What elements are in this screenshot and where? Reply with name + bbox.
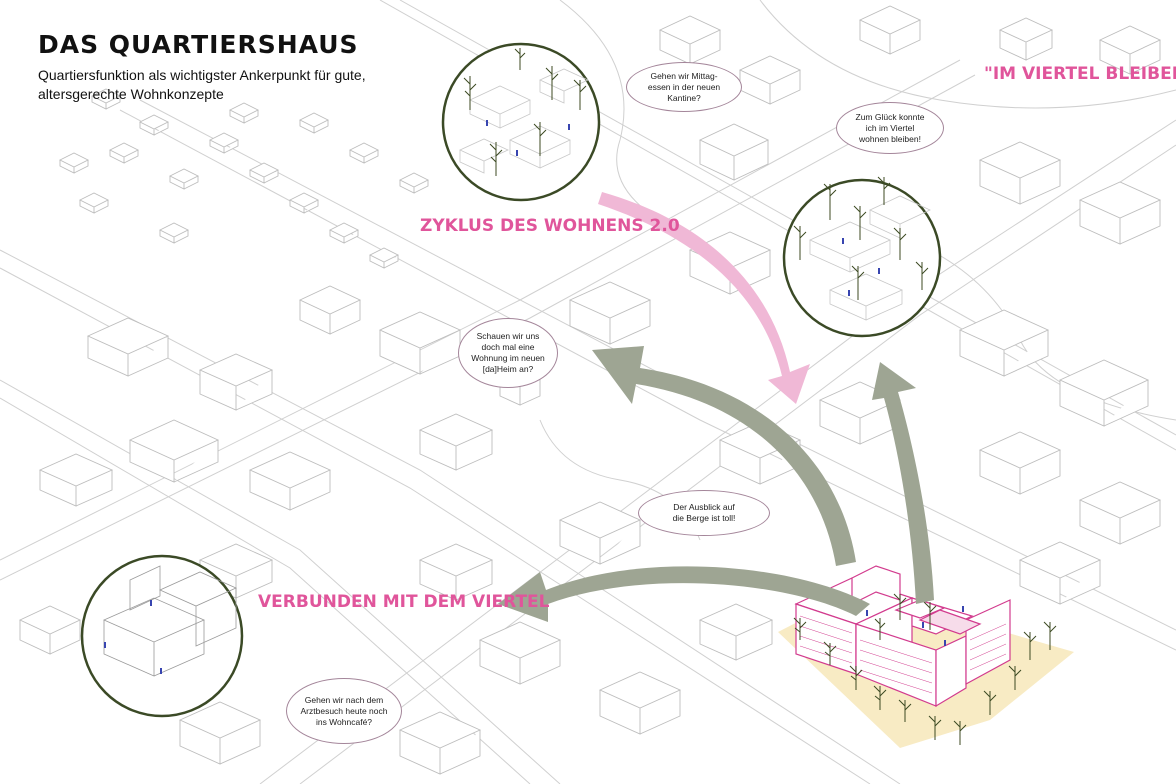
label-verbunden: VERBUNDEN MIT DEM VIERTEL bbox=[258, 592, 550, 612]
flow-arrows-green bbox=[498, 346, 934, 622]
speech-bubble-viertel: Zum Glück konnte ich im Viertel wohnen b… bbox=[836, 102, 944, 154]
speech-bubble-ausblick: Der Ausblick auf die Berge ist toll! bbox=[638, 490, 770, 536]
speech-bubble-wohnung: Schauen wir uns doch mal eine Wohnung im… bbox=[458, 318, 558, 388]
page-subtitle: Quartiersfunktion als wichtigster Ankerp… bbox=[38, 67, 366, 102]
speech-bubble-kantine: Gehen wir Mittag- essen in der neuen Kan… bbox=[626, 62, 742, 112]
label-im-viertel: "IM VIERTEL BLEIBEN" bbox=[984, 64, 1176, 84]
speech-bubble-wohncafe: Gehen wir nach dem Arztbesuch heute noch… bbox=[286, 678, 402, 744]
speech-bubble-text: Gehen wir nach dem Arztbesuch heute noch… bbox=[300, 694, 388, 727]
flow-arrow-pink bbox=[598, 192, 810, 404]
speech-bubble-text: Der Ausblick auf die Berge ist toll! bbox=[672, 502, 736, 523]
trees bbox=[793, 593, 1057, 745]
context-buildings bbox=[18, 5, 1162, 775]
speech-bubble-text: Gehen wir Mittag- essen in der neuen Kan… bbox=[647, 70, 721, 103]
label-zyklus: ZYKLUS DES WOHNENS 2.0 bbox=[420, 216, 680, 236]
detail-circles bbox=[80, 42, 942, 718]
speech-bubble-text: Zum Glück konnte ich im Viertel wohnen b… bbox=[855, 111, 925, 144]
speech-bubble-text: Schauen wir uns doch mal eine Wohnung im… bbox=[471, 331, 545, 374]
people-in-circles bbox=[104, 120, 880, 674]
building-windows bbox=[799, 615, 1007, 694]
quartiershaus-building bbox=[794, 565, 1011, 708]
page-title: DAS QUARTIERSHAUS bbox=[38, 30, 359, 59]
